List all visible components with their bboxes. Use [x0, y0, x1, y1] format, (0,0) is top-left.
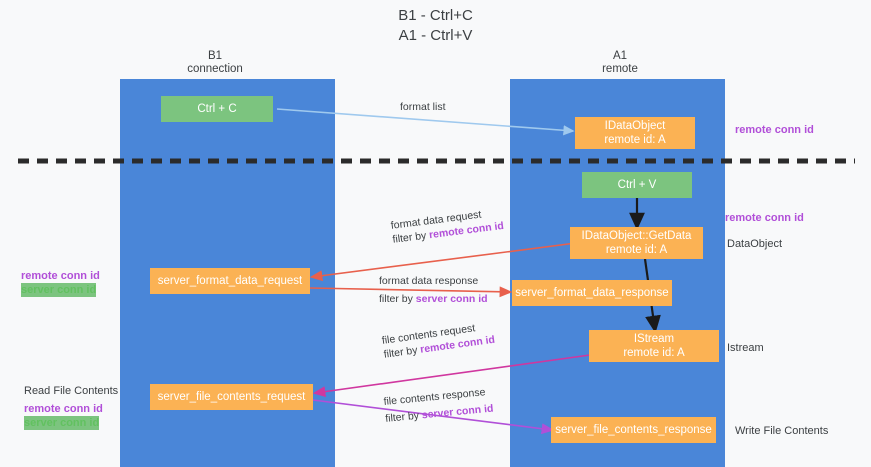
- annotation-dataobject: DataObject: [727, 238, 783, 250]
- node-idataobject-title: IDataObject: [604, 120, 666, 132]
- annotation-left-remote-conn-id-bot: remote conn id: [24, 403, 103, 415]
- edge-label-format-list-line1: format list: [400, 101, 446, 113]
- annotation-left-remote-conn-id-mid: remote conn id: [21, 270, 100, 282]
- node-server-file-contents-request[interactable]: server_file_contents_request: [150, 384, 313, 410]
- page-title: B1 - Ctrl+C A1 - Ctrl+V: [398, 7, 473, 44]
- node-istream-remoteid: remote id: A: [623, 347, 685, 359]
- annotation-write-file-contents: Write File Contents: [735, 425, 829, 437]
- arrow-format-list: [276, 108, 575, 136]
- edge-label-format-list: format list: [400, 100, 446, 114]
- node-server-file-contents-response[interactable]: server_file_contents_response: [551, 417, 716, 443]
- node-server-file-contents-request-label: server_file_contents_request: [157, 391, 306, 403]
- node-server-format-data-request[interactable]: server_format_data_request: [150, 268, 310, 294]
- node-ctrl-v[interactable]: Ctrl + V: [582, 172, 692, 198]
- node-idataobject-remoteid: remote id: A: [604, 134, 666, 146]
- node-server-format-data-response[interactable]: server_format_data_response: [512, 280, 672, 306]
- node-istream[interactable]: IStream remote id: A: [589, 330, 719, 362]
- node-server-format-data-request-label: server_format_data_request: [157, 275, 303, 287]
- node-server-format-data-response-label: server_format_data_response: [515, 287, 669, 299]
- annotation-read-file-contents: Read File Contents: [24, 385, 119, 397]
- edge-label-format-data-response-line1: format data response: [379, 275, 479, 287]
- node-ctrl-c[interactable]: Ctrl + C: [161, 96, 273, 122]
- lane-header-a1: A1 remote: [602, 50, 638, 75]
- node-idataobject-getdata[interactable]: IDataObject::GetData remote id: A: [570, 227, 703, 259]
- node-ctrl-v-label: Ctrl + V: [617, 179, 657, 191]
- edge-label-format-data-response-hl: server conn id: [415, 293, 488, 305]
- annotation-remote-conn-id-top: remote conn id: [735, 124, 814, 136]
- node-getdata-title: IDataObject::GetData: [581, 230, 692, 242]
- node-istream-title: IStream: [633, 333, 675, 345]
- annotation-remote-conn-id-mid: remote conn id: [725, 212, 804, 224]
- node-getdata-remoteid: remote id: A: [605, 244, 668, 256]
- annotation-left-server-conn-id-bot: server conn id: [24, 416, 100, 430]
- annotation-left-server-conn-id-mid: server conn id: [21, 283, 97, 297]
- arrow-format-data-request: [309, 242, 577, 282]
- edge-label-format-data-response-line2: filter by: [379, 293, 416, 305]
- edge-label-file-contents-response-line2: filter by: [384, 409, 423, 425]
- node-ctrl-c-label: Ctrl + C: [197, 103, 237, 115]
- lane-header-b1: B1 connection: [187, 50, 243, 75]
- arrow-file-contents-response: [312, 399, 555, 435]
- arrow-format-data-response: [309, 286, 513, 298]
- arrow-file-contents-request: [312, 354, 591, 397]
- annotation-istream: Istream: [727, 342, 764, 354]
- node-idataobject[interactable]: IDataObject remote id: A: [575, 117, 695, 149]
- edge-label-format-data-response: format data response filter by server co…: [379, 274, 488, 306]
- node-server-file-contents-response-label: server_file_contents_response: [555, 424, 712, 436]
